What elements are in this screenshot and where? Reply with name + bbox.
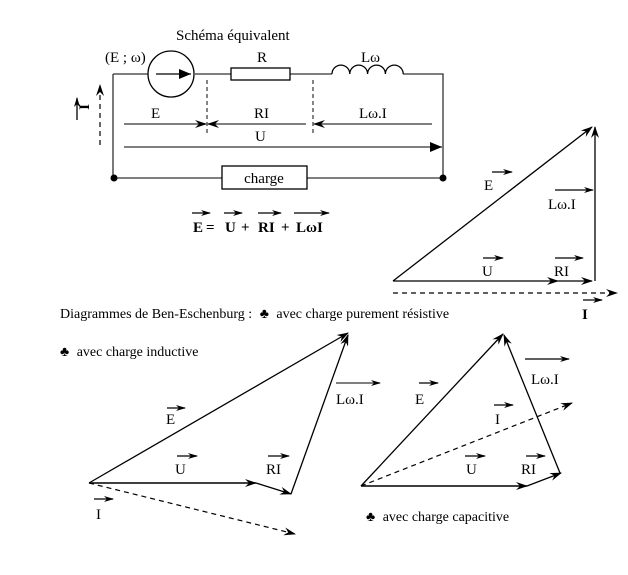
resistive-ri-label: RI bbox=[554, 264, 569, 280]
equivalent-circuit: Schéma équivalent (E ; ω) R Lω E RI Lω.I… bbox=[74, 28, 447, 190]
inductive-e-label: E bbox=[166, 412, 175, 428]
resistive-lwi-label: Lω.I bbox=[548, 197, 576, 213]
resistive-e-label: E bbox=[484, 178, 493, 194]
phasor-ri bbox=[255, 482, 292, 495]
load-label: charge bbox=[244, 171, 284, 187]
capacitive-lwi-label: Lω.I bbox=[531, 372, 559, 388]
voltage-u-label: U bbox=[255, 129, 266, 145]
capacitive-u-label: U bbox=[466, 462, 477, 478]
resistive-caption: avec charge purement résistive bbox=[276, 307, 449, 322]
node-right bbox=[439, 174, 447, 182]
phasor-e bbox=[88, 332, 349, 484]
phasor-e bbox=[360, 333, 504, 487]
phasor-lwi bbox=[290, 334, 349, 495]
eq-equals: = bbox=[206, 220, 215, 236]
circuit-title: Schéma équivalent bbox=[176, 28, 291, 44]
club-icon: ♣ bbox=[260, 307, 269, 322]
resistor-icon bbox=[230, 67, 291, 81]
diagram-capacitive: E Lω.I I U RI bbox=[360, 333, 573, 490]
phasor-i bbox=[360, 402, 573, 487]
inductive-lwi-label: Lω.I bbox=[336, 392, 364, 408]
resistive-u-label: U bbox=[482, 264, 493, 280]
eq-plus-1: + bbox=[241, 220, 250, 236]
eq-lwi: LωI bbox=[296, 220, 323, 236]
voltage-source-icon bbox=[147, 50, 195, 98]
inductive-i-label: I bbox=[96, 507, 101, 523]
club-icon: ♣ bbox=[366, 510, 375, 525]
wire-right bbox=[403, 73, 444, 177]
phasor-lwi bbox=[503, 334, 561, 474]
eq-plus-2: + bbox=[281, 220, 290, 236]
capacitive-e-label: E bbox=[415, 392, 424, 408]
voltage-lwi-label: Lω.I bbox=[359, 106, 387, 122]
inductor-icon bbox=[331, 64, 404, 75]
phasor-ri bbox=[526, 472, 562, 487]
load-box bbox=[221, 165, 308, 190]
phasor-i bbox=[88, 482, 296, 536]
diagram-inductive: Lω.I E U RI I bbox=[88, 332, 381, 536]
capacitive-ri-label: RI bbox=[521, 462, 536, 478]
current-label: I bbox=[77, 104, 93, 110]
inductive-heading: ♣ avec charge inductive bbox=[60, 345, 198, 360]
capacitive-caption: avec charge capacitive bbox=[383, 510, 509, 525]
node-left bbox=[110, 174, 118, 182]
diagram-resistive: E Lω.I U RI I bbox=[392, 126, 618, 323]
resistor-label: R bbox=[257, 50, 267, 66]
capacitive-heading: ♣ avec charge capacitive bbox=[366, 510, 509, 525]
heading-text: Diagrammes de Ben-Eschenburg : bbox=[60, 307, 252, 322]
inductor-label: Lω bbox=[361, 50, 380, 66]
source-label: (E ; ω) bbox=[105, 50, 146, 66]
club-icon: ♣ bbox=[60, 345, 69, 360]
resistive-i-label: I bbox=[582, 307, 588, 323]
capacitive-i-label: I bbox=[495, 412, 500, 428]
diagrams-heading: Diagrammes de Ben-Eschenburg : ♣ avec ch… bbox=[60, 307, 449, 322]
vector-equation: E = U + RI + LωI bbox=[192, 210, 330, 236]
eq-u: U bbox=[225, 220, 236, 236]
inductive-ri-label: RI bbox=[266, 462, 281, 478]
voltage-e-label: E bbox=[151, 106, 160, 122]
voltage-ri-label: RI bbox=[254, 106, 269, 122]
eq-e: E bbox=[193, 220, 203, 236]
phasor-e bbox=[392, 126, 593, 282]
eq-ri: RI bbox=[258, 220, 275, 236]
inductive-u-label: U bbox=[175, 462, 186, 478]
inductive-caption: avec charge inductive bbox=[77, 345, 199, 360]
